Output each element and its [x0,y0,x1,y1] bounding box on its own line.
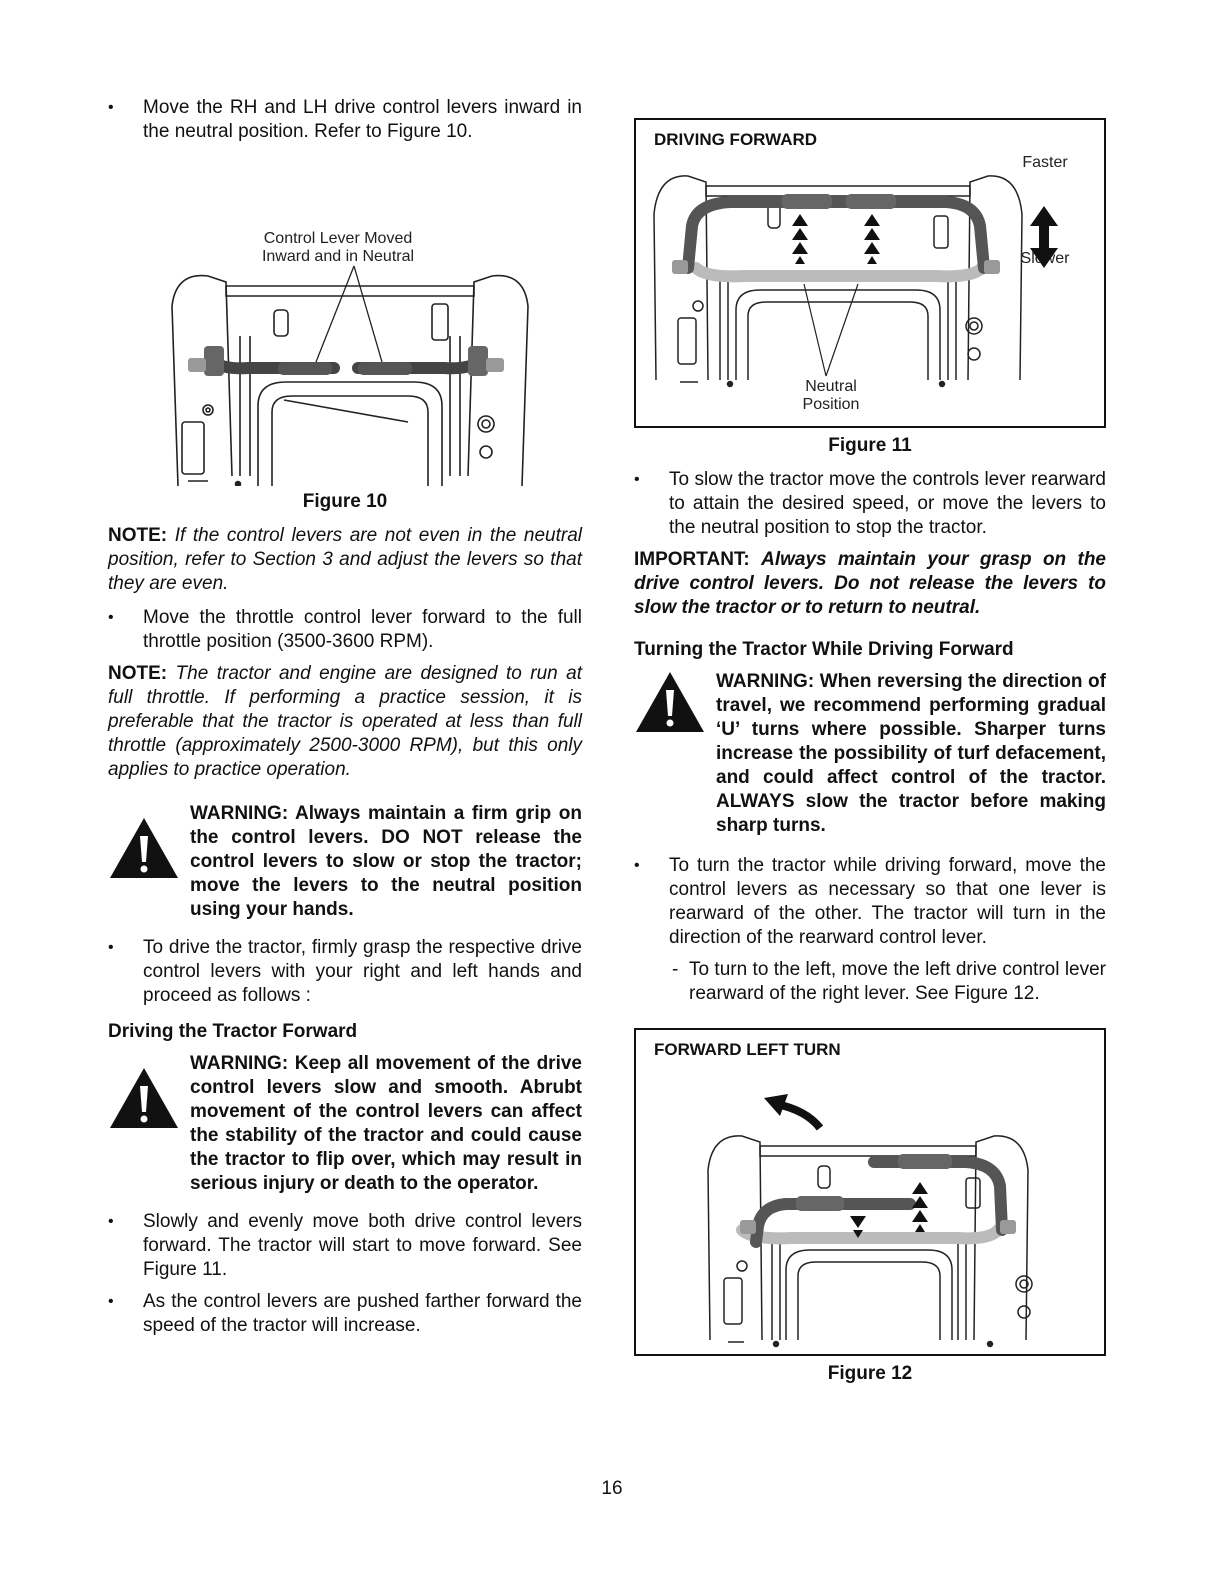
warning-text: WARNING: Always maintain a firm grip on … [190,803,582,920]
note-levers-not-even: NOTE: If the control levers are not even… [108,524,582,596]
important-text: Always maintain your grasp on the drive … [634,549,1107,618]
warning-text: WARNING: When reversing the direction of… [716,671,1106,836]
figure-11-title: DRIVING FORWARD [654,130,818,149]
bullet-turn-tractor: To turn the tractor while driving forwar… [634,854,1106,950]
page-number: 16 [601,1478,623,1499]
neutral-line-2: Position [802,396,860,413]
left-column: Move the RH and LH drive control levers … [108,96,582,1346]
bullet-move-forward: Slowly and evenly move both drive contro… [108,1210,582,1282]
note-full-throttle: NOTE: The tractor and engine are designe… [108,662,582,782]
dash-turn-left: To turn to the left, move the left drive… [634,958,1106,1006]
warning-triangle-icon [110,1068,178,1128]
heading-turning: Turning the Tractor While Driving Forwar… [634,639,1014,660]
warning-reversing: WARNING: When reversing the direction of… [634,670,1106,838]
bullet-move-levers-inward: Move the RH and LH drive control levers … [108,96,582,144]
figure-11-caption: Figure 11 [828,435,912,456]
callout-line-2: Inward and in Neutral [261,248,415,265]
faster-label: Faster [1022,154,1068,171]
figure-12: FORWARD LEFT TURN [634,1028,1106,1356]
figure-11: DRIVING FORWARD Faster Slower Neutral Po… [634,118,1106,428]
note-label: NOTE: [108,525,168,546]
warning-triangle-icon [110,818,178,878]
warning-slow-smooth: WARNING: Keep all movement of the drive … [108,1052,582,1196]
figure-12-title: FORWARD LEFT TURN [654,1040,841,1059]
warning-firm-grip: WARNING: Always maintain a firm grip on … [108,802,582,922]
note-label: NOTE: [108,663,168,684]
figure-10-illustration [171,265,529,486]
figure-10-callout: Control Lever Moved Inward and in Neutra… [238,230,438,266]
figure-11-illustration [653,175,1058,388]
figure-10-caption: Figure 10 [302,491,388,512]
note-text: If the control levers are not even in th… [108,525,583,594]
important-label: IMPORTANT: [634,549,750,570]
bullet-throttle: Move the throttle control lever forward … [108,606,582,654]
neutral-line-1: Neutral [805,378,857,395]
heading-driving-forward: Driving the Tractor Forward [108,1021,358,1042]
figure-10: Control Lever Moved Inward and in Neutra… [108,152,582,486]
neutral-position-label: Neutral Position [786,378,876,414]
note-text: The tractor and engine are designed to r… [108,663,583,780]
bullet-speed-increase: As the control levers are pushed farther… [108,1290,582,1338]
warning-triangle-icon [636,672,704,732]
warning-text: WARNING: Keep all movement of the drive … [190,1053,582,1194]
figure-12-illustration [707,1094,1033,1348]
right-column: DRIVING FORWARD Faster Slower Neutral Po… [634,118,1106,1396]
callout-line-1: Control Lever Moved [263,230,413,247]
bullet-slow-tractor: To slow the tractor move the controls le… [634,468,1106,540]
figure-12-caption: Figure 12 [827,1363,913,1384]
bullet-grasp-levers: To drive the tractor, firmly grasp the r… [108,936,582,1008]
important-grasp: IMPORTANT: Always maintain your grasp on… [634,548,1106,620]
